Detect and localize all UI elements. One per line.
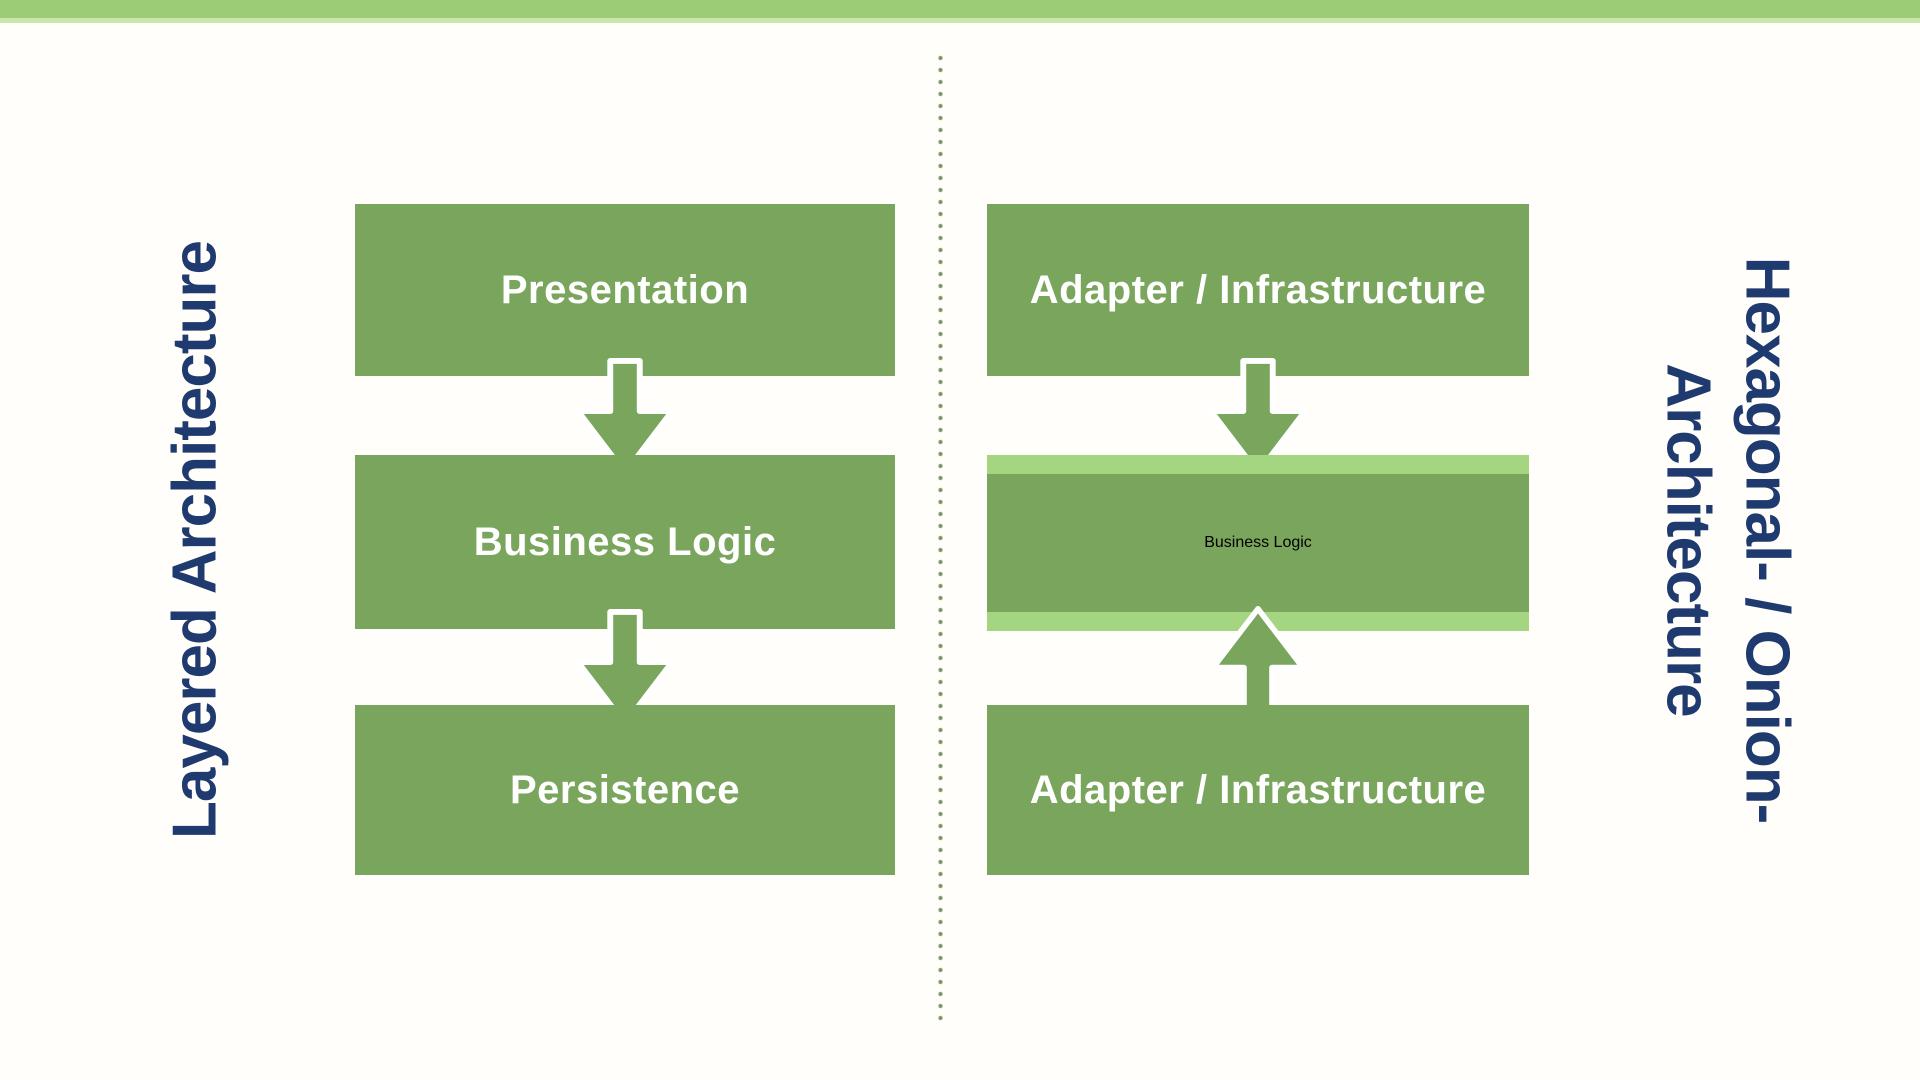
layer-box-label: Business Logic [1204,534,1312,551]
layer-box-label: Persistence [509,767,741,812]
right-panel-title: Hexagonal- / Onion- Architecture [1648,257,1807,824]
left-panel-title: Layered Architecture [155,241,234,839]
layer-box-label: Adapter / Infrastructure [1029,267,1487,312]
dotted-divider [938,52,943,1024]
down-arrow-icon [1206,358,1310,476]
layer-box-presentation: Presentation [355,204,895,376]
down-arrow-icon [573,609,677,727]
up-arrow-icon [1206,606,1310,718]
top-accent-bar [0,0,1920,23]
layer-box-business-logic: Business Logic [355,455,895,629]
layer-box-label: Business Logic [473,519,777,564]
layer-box-adapter-top: Adapter / Infrastructure [987,204,1529,376]
layer-box-label: Adapter / Infrastructure [1029,767,1487,812]
layer-box-label: Presentation [500,267,750,312]
layer-box-persistence: Persistence [355,705,895,875]
business-logic-core-inner: Business Logic [987,474,1529,612]
down-arrow-icon [573,358,677,476]
right-panel-title-line1: Hexagonal- / Onion- [1732,256,1802,824]
layer-box-business-logic-core: Business Logic [987,455,1529,631]
layer-box-adapter-bottom: Adapter / Infrastructure [987,705,1529,875]
left-panel-title-text: Layered Architecture [160,241,230,839]
right-panel-title-line2: Architecture [1653,363,1722,717]
